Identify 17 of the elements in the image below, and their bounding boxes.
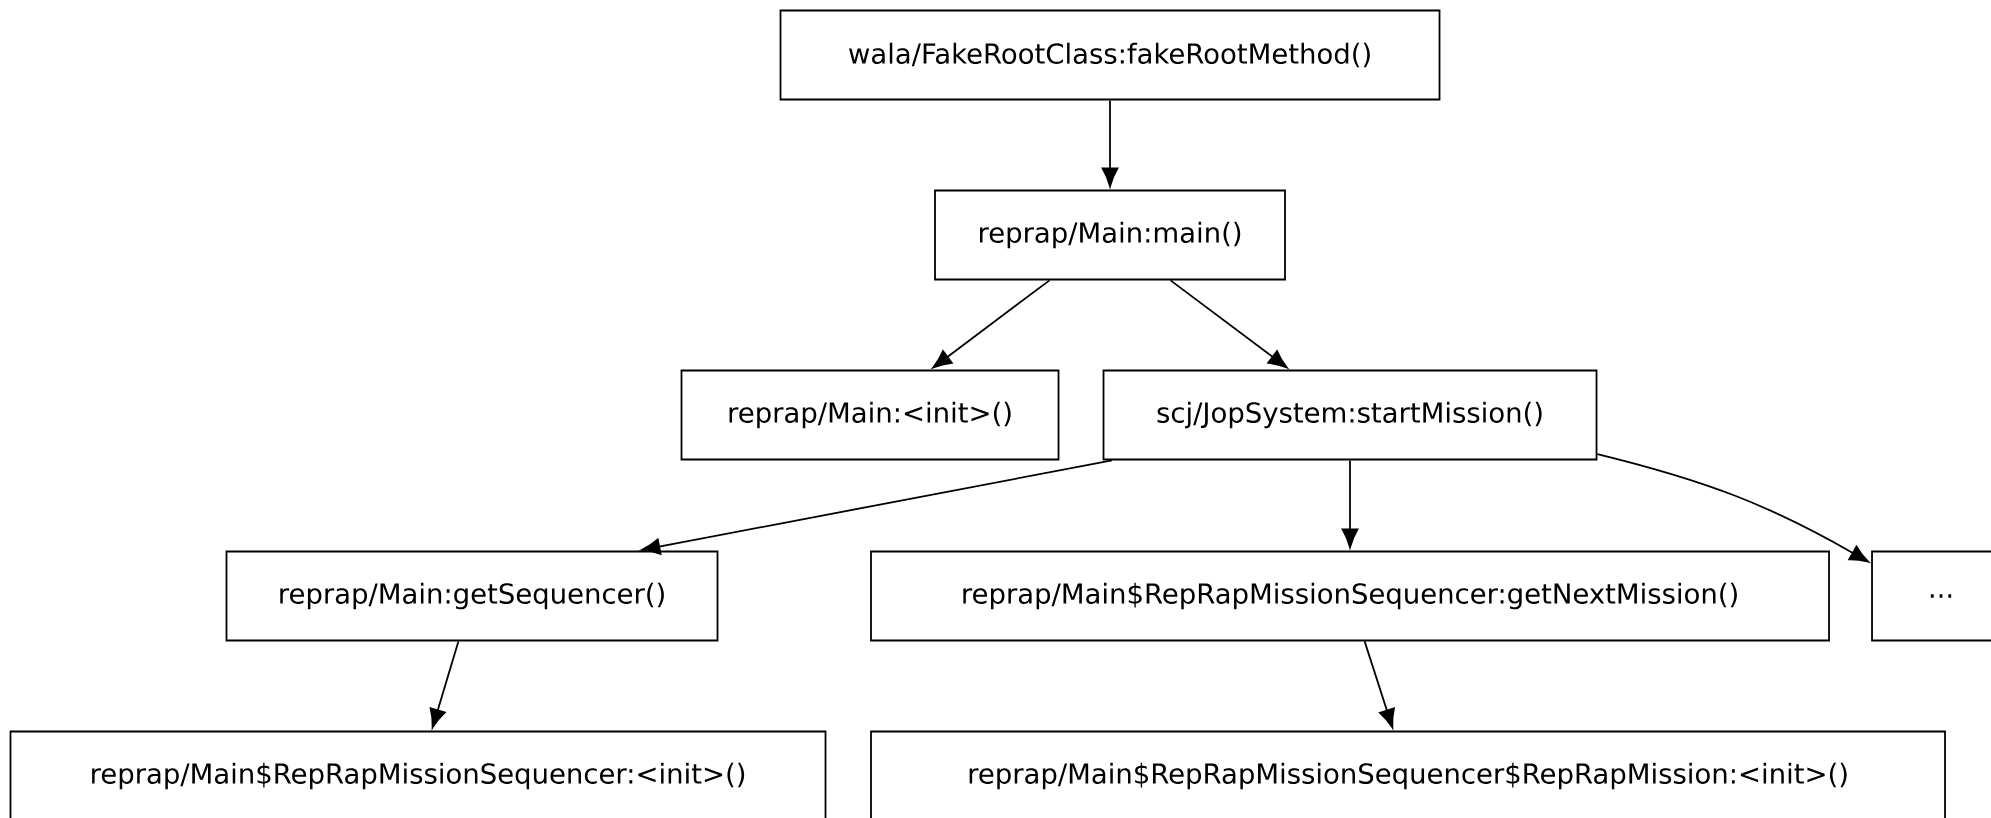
method-box: scj/JopSystem:startMission() (1102, 369, 1598, 461)
method-box: ... (1871, 550, 1991, 642)
arrow (1101, 99, 1119, 188)
method-box: wala/FakeRootClass:fakeRootMethod() (779, 9, 1441, 101)
method-box: reprap/Main$RepRapMissionSequencer:getNextMission() (870, 550, 1830, 642)
arrow (932, 279, 1051, 369)
arrow (429, 640, 460, 729)
arrow (1169, 279, 1288, 369)
method-box: reprap/Main$RepRapMissionSequencer:<init>() (9, 730, 827, 818)
arrow (640, 459, 1113, 555)
method-box: reprap/Main:getSequencer() (225, 550, 719, 642)
method-box: reprap/Main$RepRapMissionSequencer$RepRapMission:<init>() (870, 730, 1946, 818)
method-box: reprap/Main:main() (934, 189, 1286, 281)
arrow (1363, 640, 1395, 729)
arrow (1596, 453, 1870, 563)
method-box: reprap/Main:<init>() (680, 369, 1060, 461)
arrow (1341, 459, 1359, 549)
